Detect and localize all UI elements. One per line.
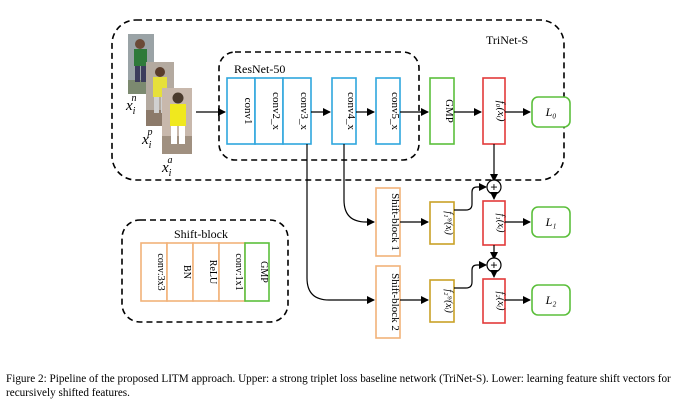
conv3-label: conv3_x (298, 92, 310, 130)
shift-block-detail-title: Shift-block (174, 227, 228, 241)
layer-conv1x1-label: conv:1x1 (233, 253, 244, 290)
resnet-50-container (218, 51, 420, 161)
trinet-s-container (111, 19, 565, 181)
resnet-50-title: ResNet-50 (234, 62, 285, 76)
gmp-block (429, 77, 455, 145)
conv4-block (331, 77, 357, 145)
loss-l2-label: L₂ (545, 293, 557, 307)
shift-block-detail-container (121, 219, 289, 323)
shift-block-1 (375, 187, 401, 257)
label-negative: xin (125, 93, 136, 117)
input-image-anchor (162, 88, 192, 154)
plus-node-2-symbol: + (490, 258, 497, 273)
layer-conv3x3-label: conv:3x3 (155, 253, 166, 290)
loss-l1-label: L₁ (545, 215, 557, 229)
loss-l2 (531, 284, 571, 316)
shift-fn-2-label: f₂ˢʸ(xᵢ) (443, 289, 454, 313)
layer-gmp-label: GMP (258, 261, 269, 283)
arrow-fs2-plus2 (454, 261, 487, 289)
f1-label: f₁(xᵢ) (495, 214, 506, 234)
shift-block-1-label: Shift-block 1 (389, 193, 401, 251)
shift-block-2-label: Shift-block 2 (389, 273, 401, 331)
shift-fn-1-label: f₁ˢʸ(xᵢ) (443, 211, 454, 235)
loss-l1 (531, 206, 571, 238)
f0-label: f₀(xᵢ) (495, 101, 507, 122)
label-anchor: xia (161, 155, 172, 179)
arrow-conv4-shift1 (343, 144, 375, 226)
plus-node-1-symbol: + (490, 180, 497, 195)
figure-caption: Figure 2: Pipeline of the proposed LITM … (6, 373, 671, 399)
shift-block-detail-layers: conv:3x3 BN ReLU conv:1x1 GMP (140, 242, 270, 302)
conv5-label: conv5_x (389, 92, 401, 130)
conv1-label: conv1 (242, 98, 254, 125)
shift-fn-1-block (429, 201, 455, 245)
loss-l0-label: L₀ (545, 105, 557, 119)
gmp-label: GMP (443, 99, 455, 123)
conv5-block (375, 77, 401, 145)
f2-label: f₂(xᵢ) (495, 292, 506, 312)
f2-block (482, 278, 506, 324)
layer-bn-label: BN (181, 265, 192, 279)
layer-relu-label: ReLU (207, 260, 218, 285)
arrow-fs1-plus1 (454, 183, 487, 211)
shift-fn-2-block (429, 279, 455, 323)
label-positive: xip (141, 127, 152, 151)
conv2-label: conv2_x (270, 92, 282, 130)
conv-group-1-3: conv1 conv2_x conv3_x (226, 77, 312, 145)
trinet-s-title: TriNet-S (486, 33, 528, 47)
conv4-label: conv4_x (345, 92, 357, 130)
shift-block-2 (375, 265, 401, 339)
loss-l0 (531, 96, 571, 128)
arrow-conv3-shift2 (306, 144, 375, 304)
